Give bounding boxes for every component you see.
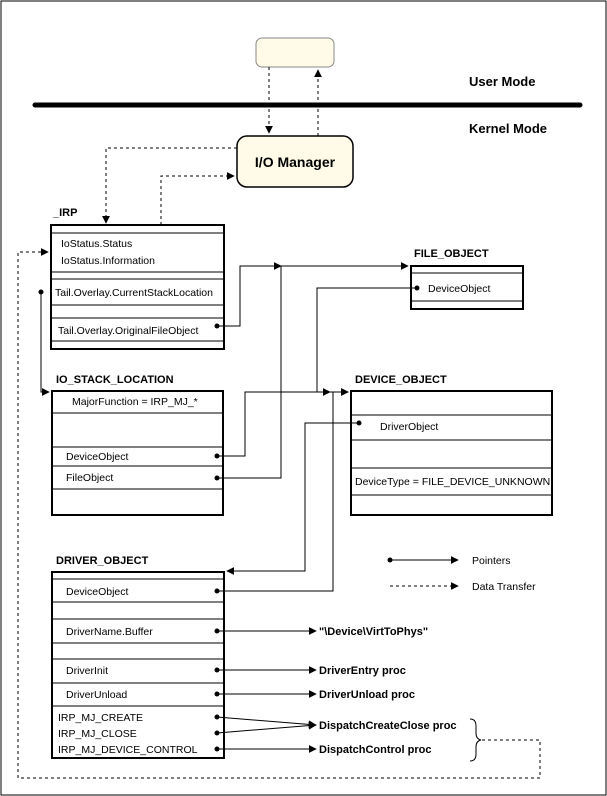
legend-data-transfer-label: Data Transfer (472, 581, 536, 593)
driver-object-field-driver-init: DriverInit (66, 665, 108, 677)
device-object-field-driver-object: DriverObject (380, 421, 438, 433)
ptr-current-stack-location (40, 292, 50, 396)
ptr-irp-mj-close (216, 721, 317, 734)
driver-object-field-driver-unload: DriverUnload (66, 689, 127, 701)
target-dispatch-control-proc: DispatchControl proc (319, 744, 431, 756)
target-device-name: "\Device\VirtToPhys" (319, 626, 428, 638)
ptr-io-stack-file-object (217, 262, 409, 479)
driver-object-field-irp-mj-device-control: IRP_MJ_DEVICE_CONTROL (58, 744, 198, 756)
target-driver-unload-proc: DriverUnload proc (319, 689, 415, 701)
irp-title: _IRP (52, 207, 77, 219)
device-object-title: DEVICE_OBJECT (355, 374, 447, 386)
user-process-box (255, 37, 335, 68)
target-driver-entry-proc: DriverEntry proc (319, 665, 406, 677)
io-stack-field-major-function: MajorFunction = IRP_MJ_* (72, 396, 198, 408)
io-stack-location-struct (51, 390, 224, 516)
irp-struct (50, 224, 225, 350)
irp-field-current-stack-location: Tail.Overlay.CurrentStackLocation (55, 287, 213, 299)
kernel-mode-label: Kernel Mode (469, 121, 547, 136)
device-object-field-device-type: DeviceType = FILE_DEVICE_UNKNOWN (355, 476, 550, 488)
legend-pointers-label: Pointers (472, 555, 511, 567)
ptr-irp-mj-create (216, 716, 317, 729)
driver-object-field-irp-mj-create: IRP_MJ_CREATE (58, 712, 143, 724)
driver-object-field-driver-name-buffer: DriverName.Buffer (66, 626, 153, 638)
ptr-io-stack-device-object (217, 388, 331, 457)
ptr-device-driver-object (226, 422, 359, 575)
driver-object-field-irp-mj-close: IRP_MJ_CLOSE (58, 728, 137, 740)
transfer-dispatch-to-irp (17, 248, 541, 779)
io-stack-location-title: IO_STACK_LOCATION (56, 374, 174, 386)
io-manager-label: I/O Manager (255, 154, 336, 170)
irp-field-original-file-object: Tail.Overlay.OriginalFileObject (58, 325, 199, 337)
target-dispatch-create-close-proc: DispatchCreateClose proc (319, 720, 457, 732)
ptr-original-file-object (217, 262, 282, 327)
driver-object-title: DRIVER_OBJECT (56, 555, 149, 567)
device-object-struct (350, 390, 553, 516)
dispatch-brace (469, 718, 482, 762)
io-stack-field-device-object: DeviceObject (66, 451, 129, 463)
transfer-irp-to-iomgr (160, 172, 235, 225)
user-mode-label: User Mode (469, 74, 535, 89)
irp-field-iostatus-status: IoStatus.Status (61, 238, 132, 250)
irp-field-iostatus-information: IoStatus.Information (61, 255, 155, 267)
driver-object-struct (51, 571, 225, 759)
ptr-driver-device-object (217, 388, 349, 592)
io-manager-box (236, 135, 354, 188)
file-object-field-device-object: DeviceObject (428, 283, 491, 295)
io-stack-field-file-object: FileObject (66, 472, 113, 484)
driver-object-field-device-object: DeviceObject (66, 586, 129, 598)
transfer-iomgr-to-irp (102, 147, 237, 224)
file-object-title: FILE_OBJECT (414, 248, 489, 260)
